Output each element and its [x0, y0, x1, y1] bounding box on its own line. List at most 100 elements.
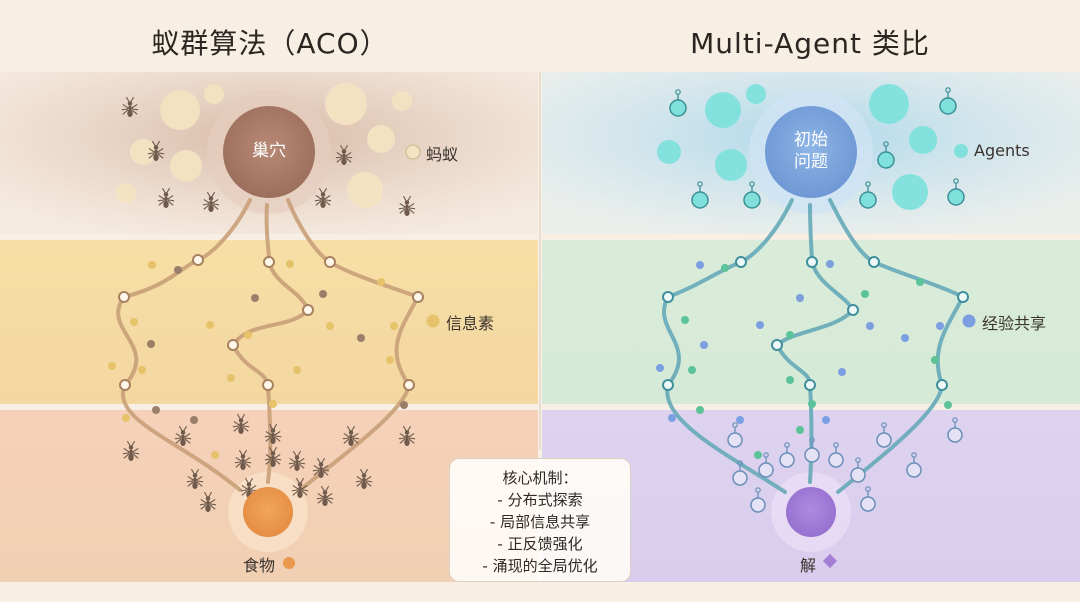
mechanism-item: - 正反馈强化	[497, 535, 583, 553]
trail-node	[847, 304, 859, 316]
agent-icon	[750, 487, 766, 513]
ant-icon	[264, 446, 282, 467]
legend-food: 食物	[243, 556, 276, 575]
sharing-dot	[944, 401, 952, 409]
sharing-dot	[681, 316, 689, 324]
ant-icon	[199, 491, 217, 512]
trail-node	[118, 291, 130, 303]
sharing-dot	[736, 416, 744, 424]
sharing-dot	[786, 376, 794, 384]
pheromone-dot	[148, 261, 156, 269]
mechanism-item: - 局部信息共享	[489, 513, 591, 531]
mechanism-heading: 核心机制：	[502, 469, 578, 487]
trail-node	[957, 291, 969, 303]
start-label: 初始 问题	[771, 129, 851, 173]
sharing-dot	[688, 366, 696, 374]
sharing-dot	[861, 290, 869, 298]
legend-pheromone: 信息素	[446, 314, 495, 333]
legend-agents: Agents	[974, 141, 1030, 160]
pheromone-dot	[357, 334, 365, 342]
legend-solution-diamond	[822, 553, 838, 569]
ant-icon	[342, 425, 360, 446]
trail-node	[324, 256, 336, 268]
agent-ball	[746, 84, 766, 104]
trail-node	[936, 379, 948, 391]
ant-icon	[291, 477, 309, 498]
sharing-dot	[696, 406, 704, 414]
agent-icon	[804, 437, 820, 463]
legend-sharing-swatch	[962, 314, 976, 328]
trail-node	[771, 339, 783, 351]
nest-node	[223, 106, 315, 198]
pheromone-dot	[138, 366, 146, 374]
trail-path	[286, 198, 421, 492]
ant-ball	[325, 83, 367, 125]
legend-ants: 蚂蚁	[426, 145, 459, 164]
nest-label: 巢穴	[252, 141, 286, 161]
agent-icon	[947, 417, 963, 443]
legend-food-swatch	[283, 557, 295, 569]
sharing-dot	[721, 264, 729, 272]
legend-ant-swatch	[405, 144, 421, 160]
trail-node	[806, 256, 818, 268]
agent-icon	[947, 178, 965, 206]
pheromone-dot	[122, 414, 130, 422]
trail-node	[662, 291, 674, 303]
pheromone-dot	[130, 318, 138, 326]
pheromone-dot	[211, 451, 219, 459]
trail-path	[661, 198, 794, 494]
sharing-dot	[696, 261, 704, 269]
sharing-dot	[656, 364, 664, 372]
ant-icon	[312, 457, 330, 478]
ant-icon	[157, 187, 175, 208]
agent-icon	[906, 452, 922, 478]
mechanism-item: - 涌现的全局优化	[482, 557, 598, 575]
start-node	[765, 106, 857, 198]
ant-icon	[316, 485, 334, 506]
agent-icon	[732, 460, 748, 486]
pheromone-dot	[108, 362, 116, 370]
trail-node	[662, 379, 674, 391]
trail-node	[868, 256, 880, 268]
agent-icon	[859, 181, 877, 209]
sharing-dot	[826, 260, 834, 268]
ant-ball	[170, 150, 202, 182]
pheromone-dot	[319, 290, 327, 298]
agent-icon	[743, 181, 761, 209]
pheromone-dot	[190, 416, 198, 424]
ant-ball	[116, 183, 136, 203]
sharing-dot	[916, 278, 924, 286]
ant-ball	[130, 139, 156, 165]
agent-ball	[705, 92, 741, 128]
trail-node	[262, 379, 274, 391]
trail-node	[735, 256, 747, 268]
pheromone-dot	[326, 322, 334, 330]
pheromone-dot	[377, 278, 385, 286]
ant-icon	[240, 477, 258, 498]
scatter-marks	[108, 83, 969, 513]
solution-node	[786, 487, 836, 537]
ant-icon	[147, 140, 165, 161]
agent-ball	[869, 84, 909, 124]
mechanism-item: - 分布式探索	[497, 491, 583, 509]
agent-icon	[876, 422, 892, 448]
sharing-dot	[901, 334, 909, 342]
pheromone-dot	[174, 266, 182, 274]
ant-icon	[232, 413, 250, 434]
ant-icon	[121, 96, 139, 117]
agent-ball	[715, 149, 747, 181]
trail-node	[403, 379, 415, 391]
ant-ball	[204, 84, 224, 104]
pheromone-dot	[147, 340, 155, 348]
trail-node	[302, 304, 314, 316]
legend-solution: 解	[800, 556, 817, 575]
ant-icon	[335, 144, 353, 165]
ant-icon	[288, 450, 306, 471]
sharing-dot	[700, 341, 708, 349]
trail-node	[119, 379, 131, 391]
ant-ball	[367, 125, 395, 153]
mechanism-box: 核心机制： - 分布式探索 - 局部信息共享 - 正反馈强化 - 涌现的全局优化	[449, 458, 631, 582]
ant-ball	[392, 91, 412, 111]
start-label-line2: 问题	[794, 152, 828, 172]
trail-node	[412, 291, 424, 303]
